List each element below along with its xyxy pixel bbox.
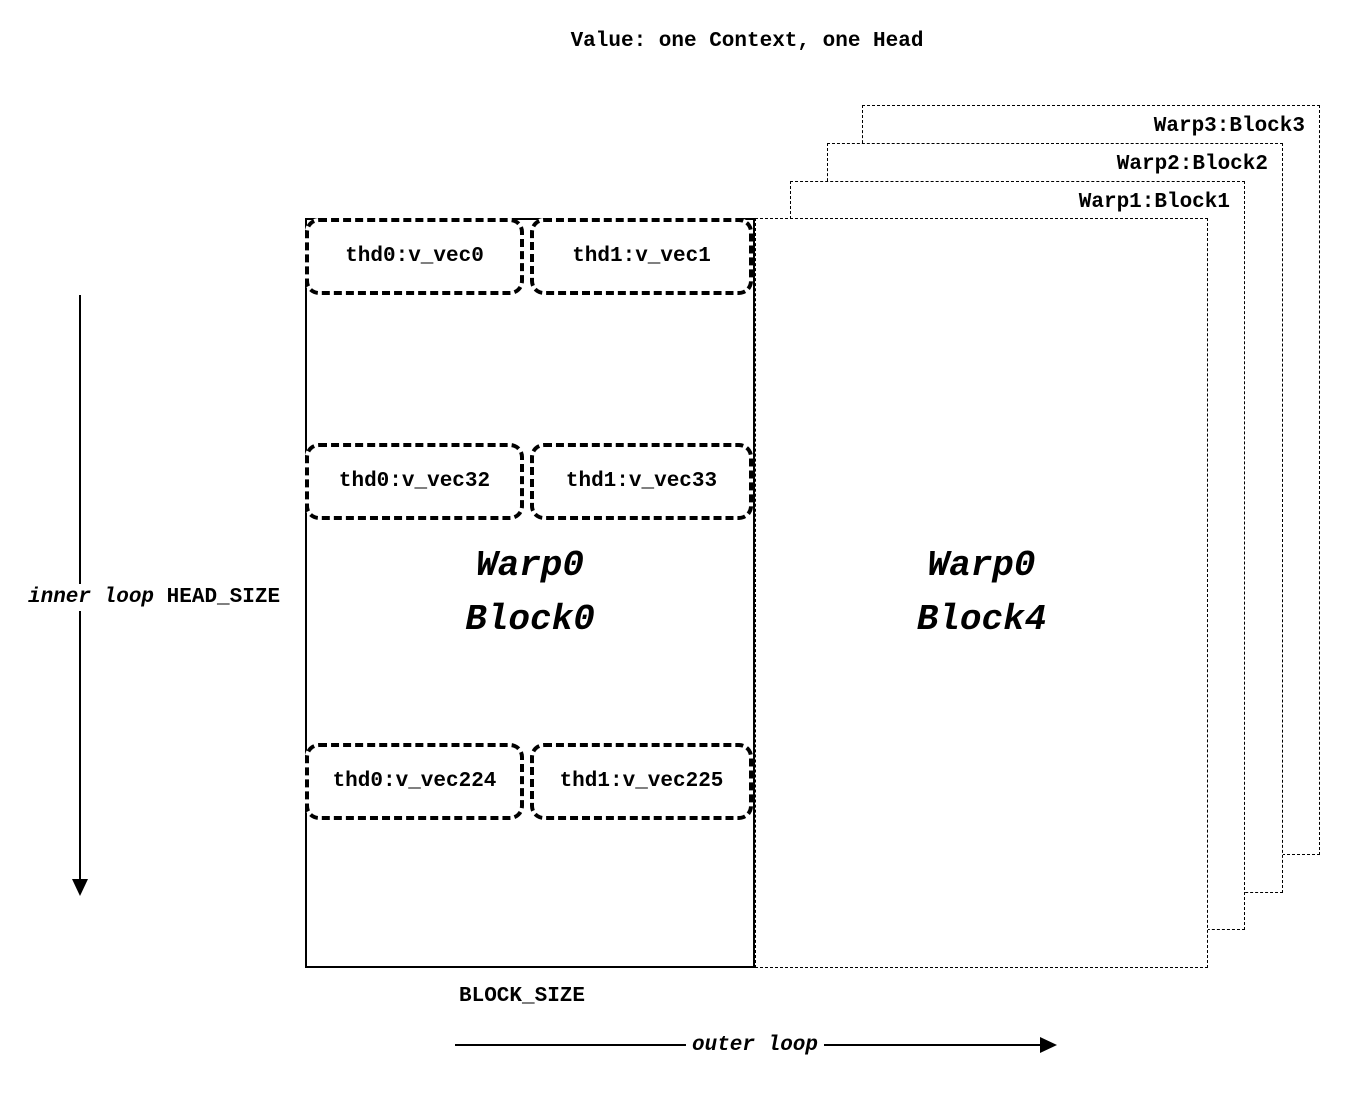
outer-loop-label: outer loop [685, 1034, 825, 1057]
warp0-block4-label-line2: Block4 [916, 599, 1047, 640]
thread-vec-box: thd0:v_vec0 [305, 218, 524, 295]
thread-vec-box: thd1:v_vec1 [530, 218, 753, 295]
warp0-block0-label-line2: Block0 [465, 599, 595, 640]
right-arrowhead-icon [1040, 1037, 1057, 1053]
warp2-block2-label: Warp2:Block2 [1114, 153, 1270, 176]
warp3-block3-label: Warp3:Block3 [1151, 115, 1307, 138]
down-arrowhead-icon [72, 879, 88, 896]
diagram-title: Value: one Context, one Head [570, 30, 924, 53]
warp1-block1-label: Warp1:Block1 [1076, 191, 1232, 214]
inner-loop-text: inner loop [28, 586, 155, 609]
warp0-block4-rect: Warp0 Block4 [755, 218, 1208, 968]
warp0-block0-rect: Warp0 Block0 [305, 218, 755, 968]
thread-vec-box: thd1:v_vec33 [530, 443, 753, 520]
thread-vec-box: thd1:v_vec225 [530, 743, 753, 820]
warp0-block4-label: Warp0 Block4 [917, 539, 1047, 647]
block-size-label: BLOCK_SIZE [458, 985, 586, 1008]
warp0-block0-label: Warp0 Block0 [465, 539, 595, 647]
thread-vec-box: thd0:v_vec224 [305, 743, 524, 820]
warp0-block4-label-line1: Warp0 [927, 545, 1036, 586]
head-size-text: HEAD_SIZE [166, 586, 281, 609]
inner-loop-head-size-label: inner loop HEAD_SIZE [24, 584, 285, 611]
thread-vec-box: thd0:v_vec32 [305, 443, 524, 520]
warp0-block0-label-line1: Warp0 [475, 545, 585, 586]
